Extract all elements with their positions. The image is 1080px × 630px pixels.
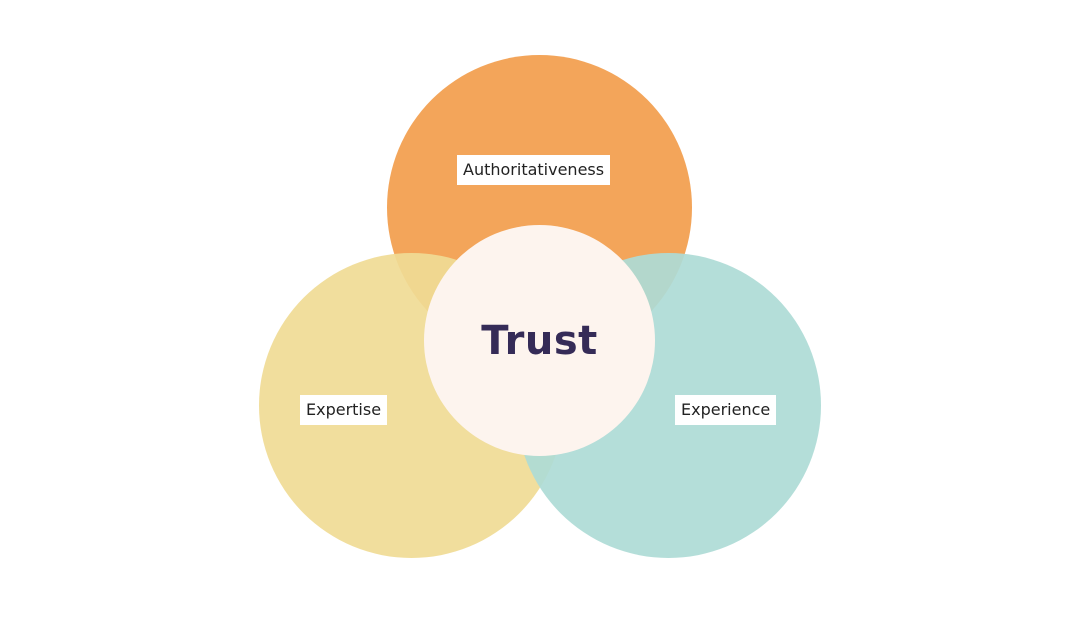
authoritativeness-label: Authoritativeness [457,155,611,185]
trust-circle [424,225,655,456]
trust-label: Trust [481,317,598,364]
experience-label: Experience [675,395,777,425]
expertise-label: Expertise [300,395,388,425]
